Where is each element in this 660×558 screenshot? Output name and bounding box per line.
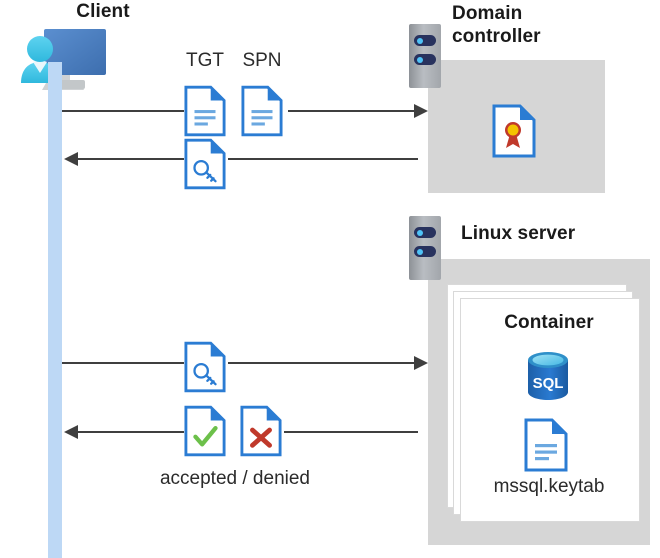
client-label: Client (76, 1, 130, 22)
arrow-line-segment-right (228, 362, 418, 364)
arrow-line-segment-right (288, 110, 418, 112)
spn-label: SPN (242, 50, 282, 71)
arrow-line-segment-left (75, 158, 184, 160)
container-card-front (460, 298, 640, 522)
tgt-document-lines-icon (184, 85, 226, 137)
arrow-line-segment-left (75, 431, 184, 433)
arrow-line-segment-right (228, 158, 418, 160)
tgt-label: TGT (186, 50, 224, 71)
arrowhead-right (414, 104, 428, 118)
container-label: Container (504, 312, 594, 333)
linux-server-label: Linux server (461, 223, 576, 244)
arrowhead-left (64, 425, 78, 439)
denied-document-cross-icon (240, 405, 282, 457)
keytab-document-icon (524, 418, 568, 472)
accepted-document-check-icon (184, 405, 226, 457)
linux-server-rack-icon (409, 216, 441, 280)
sql-icon-text: SQL (533, 375, 564, 392)
certificate-document-icon (492, 104, 536, 158)
accepted-denied-label: accepted / denied (159, 468, 310, 489)
keytab-filename-label: mssql.keytab (493, 476, 605, 497)
client-monitor-user-icon (8, 25, 118, 95)
spn-document-lines-icon (241, 85, 283, 137)
client-lifeline (48, 62, 62, 558)
ticket-document-key-icon (184, 138, 226, 190)
arrow-line-segment-right (284, 431, 418, 433)
arrow-line-segment-left (62, 110, 184, 112)
arrowhead-right (414, 356, 428, 370)
page-title-client: Client (38, 0, 168, 23)
arrow-line-segment-left (62, 362, 184, 364)
arrowhead-left (64, 152, 78, 166)
domain-controller-label: Domain controller (452, 3, 541, 47)
domain-controller-server-rack-icon (409, 24, 441, 88)
present-ticket-document-key-icon (184, 341, 226, 393)
sql-database-icon: SQL (520, 348, 576, 404)
